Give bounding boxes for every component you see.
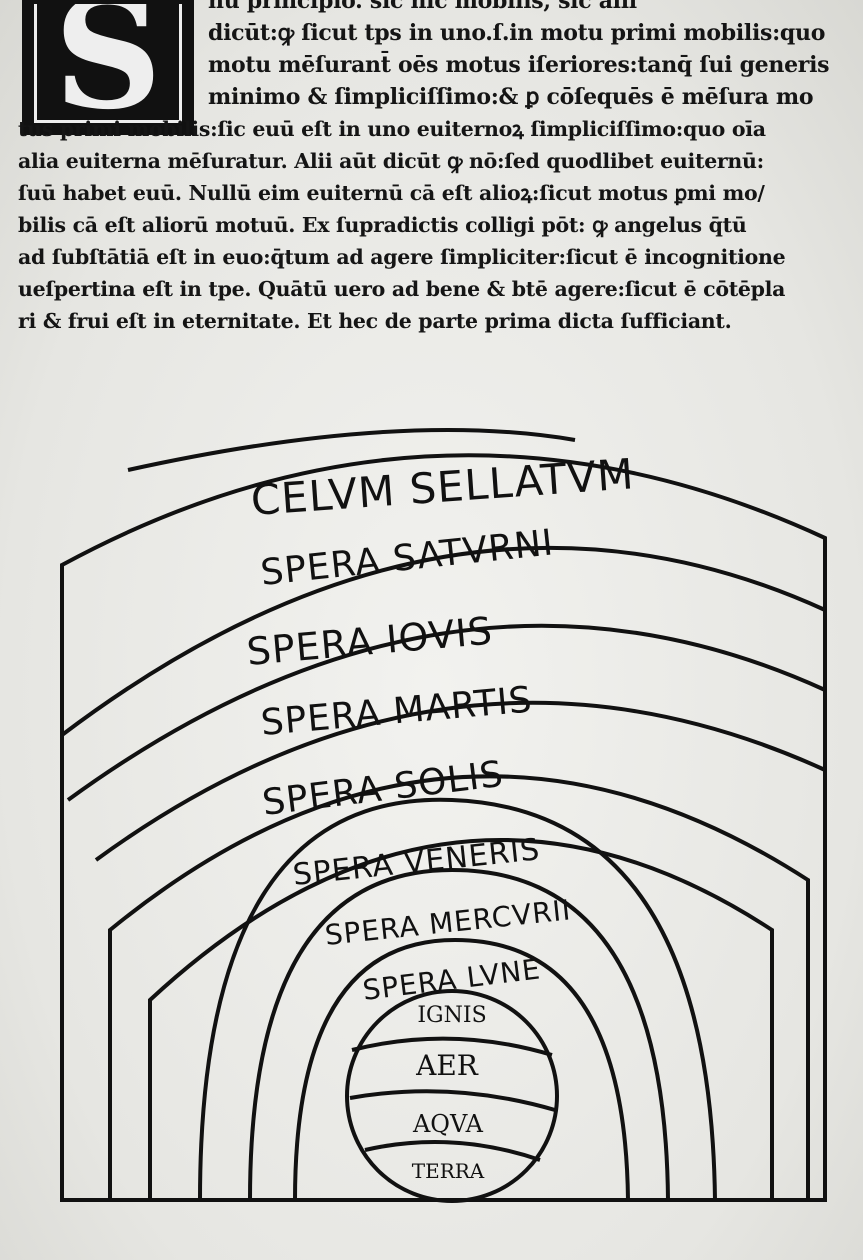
globe-line-aer bbox=[349, 1089, 556, 1112]
label-spera-martis: SPERA MARTIS bbox=[259, 679, 534, 744]
label-spera-iovis: SPERA IOVIS bbox=[245, 609, 495, 674]
label-terra: TERRA bbox=[412, 1159, 485, 1183]
text-line-9: ad ſubſtātiā eſt in euo:q̄tum ad agere ſ… bbox=[18, 245, 786, 269]
label-celum-stellatum: CELVM SELLATVM bbox=[249, 449, 636, 525]
label-spera-veneris: SPERA VENERIS bbox=[291, 832, 542, 893]
text-line-10: ueſpertina eſt in tpe. Quātū uero ad ben… bbox=[18, 277, 786, 301]
arc-martis bbox=[94, 700, 826, 862]
arc-lune bbox=[248, 867, 670, 1201]
label-spera-saturni: SPERA SATVRNI bbox=[259, 522, 556, 594]
top-arc bbox=[127, 428, 576, 472]
initial-frame: S bbox=[34, 4, 182, 123]
text-line-8: bilis cā eſt aliorū motuū. Ex ſupradicti… bbox=[18, 213, 747, 237]
outer-frame bbox=[60, 453, 827, 1202]
label-aer: AER bbox=[415, 1049, 479, 1082]
arc-iovis bbox=[66, 623, 826, 802]
text-line-1: nu principio. sic hic mobilis, sic alii bbox=[208, 0, 637, 14]
label-spera-solis: SPERA SOLIS bbox=[260, 754, 506, 824]
decorated-initial: S bbox=[22, 0, 194, 135]
text-line-11: ri & frui eſt in eternitate. Et hec de p… bbox=[18, 309, 732, 333]
text-line-2: dicūt:ꝙ ſicut tps in uno.ſ.in motu primi… bbox=[208, 20, 826, 46]
text-line-5: tus primi mobilis:ſic euū eſt in uno eui… bbox=[18, 117, 766, 141]
text-line-7: ſuū habet euū. Nullū eim euiternū cā eſt… bbox=[18, 181, 765, 205]
label-spera-lune: SPERA LVNE bbox=[361, 952, 543, 1007]
label-aqua: AQVA bbox=[412, 1110, 484, 1138]
text-line-3: motu mēſurant̄ oēs motus iſeriores:tanq̄… bbox=[208, 52, 830, 78]
initial-letter: S bbox=[53, 4, 163, 123]
arc-veneris bbox=[148, 838, 774, 1200]
globe-line-ignis bbox=[351, 1036, 553, 1057]
arc-mercurii bbox=[198, 797, 717, 1201]
arc-elements bbox=[293, 937, 630, 1201]
arc-solis bbox=[108, 774, 810, 1200]
globe-line-aqua bbox=[364, 1140, 541, 1162]
arc-saturni bbox=[60, 545, 826, 737]
label-ignis: IGNIS bbox=[417, 1003, 486, 1028]
label-spera-mercurii: SPERA MERCVRII bbox=[323, 893, 572, 952]
text-line-6: alia euiterna mēſuratur. Alii aūt dicūt … bbox=[18, 149, 764, 173]
text-line-4: minimo & ſimpliciſſimo:& ꝑ cōſequēs ē mē… bbox=[208, 84, 814, 110]
earth-globe bbox=[345, 989, 559, 1203]
